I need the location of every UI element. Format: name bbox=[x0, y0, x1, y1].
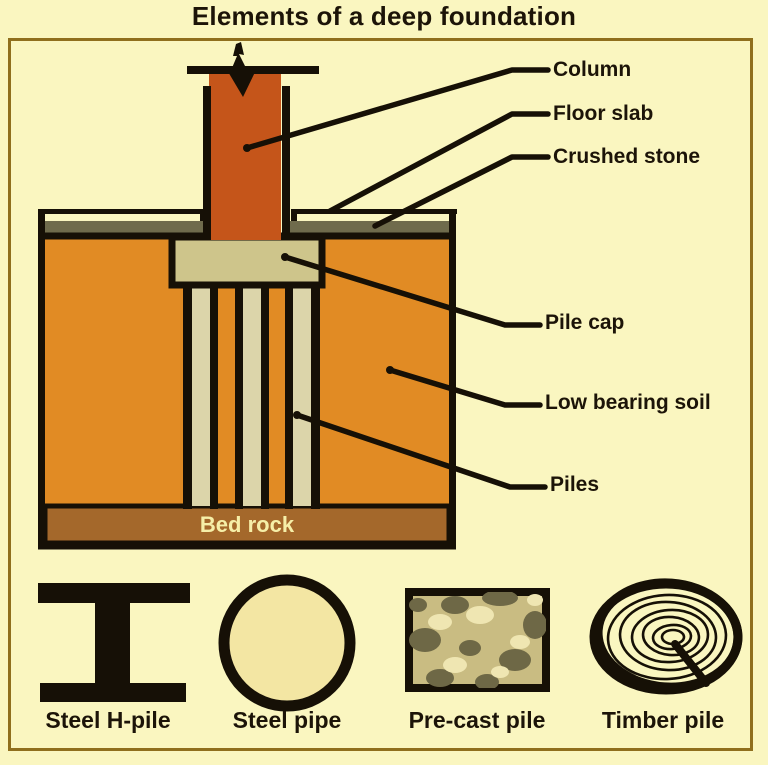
label-steel-pipe: Steel pipe bbox=[232, 707, 342, 733]
label-column: Column bbox=[553, 58, 632, 81]
diagram-border-frame bbox=[8, 38, 753, 751]
timber-pile-icon bbox=[589, 578, 743, 695]
label-pile-cap: Pile cap bbox=[545, 311, 625, 334]
label-crushed-stone: Crushed stone bbox=[553, 145, 701, 168]
label-floor-slab: Floor slab bbox=[553, 102, 654, 125]
label-low-bearing-soil: Low bearing soil bbox=[545, 391, 711, 414]
steel-pipe-icon bbox=[218, 574, 356, 712]
column-shape bbox=[187, 42, 319, 240]
crushed-stone-shape bbox=[42, 221, 449, 234]
bed-rock-shape bbox=[42, 503, 452, 546]
pre-cast-pile-icon bbox=[405, 588, 550, 692]
label-steel-h-pile: Steel H-pile bbox=[45, 707, 171, 733]
label-timber-pile: Timber pile bbox=[601, 707, 725, 733]
page-title: Elements of a deep foundation bbox=[191, 1, 577, 31]
label-bed-rock: Bed rock bbox=[199, 512, 295, 537]
load-arrow-icon bbox=[227, 42, 256, 97]
label-pre-cast-pile: Pre-cast pile bbox=[408, 707, 546, 733]
leader-lines bbox=[243, 67, 551, 490]
pile-cap-shape bbox=[168, 233, 326, 289]
label-piles: Piles bbox=[550, 473, 600, 496]
piles-shape bbox=[183, 281, 320, 509]
steel-h-pile-icon bbox=[38, 583, 190, 702]
